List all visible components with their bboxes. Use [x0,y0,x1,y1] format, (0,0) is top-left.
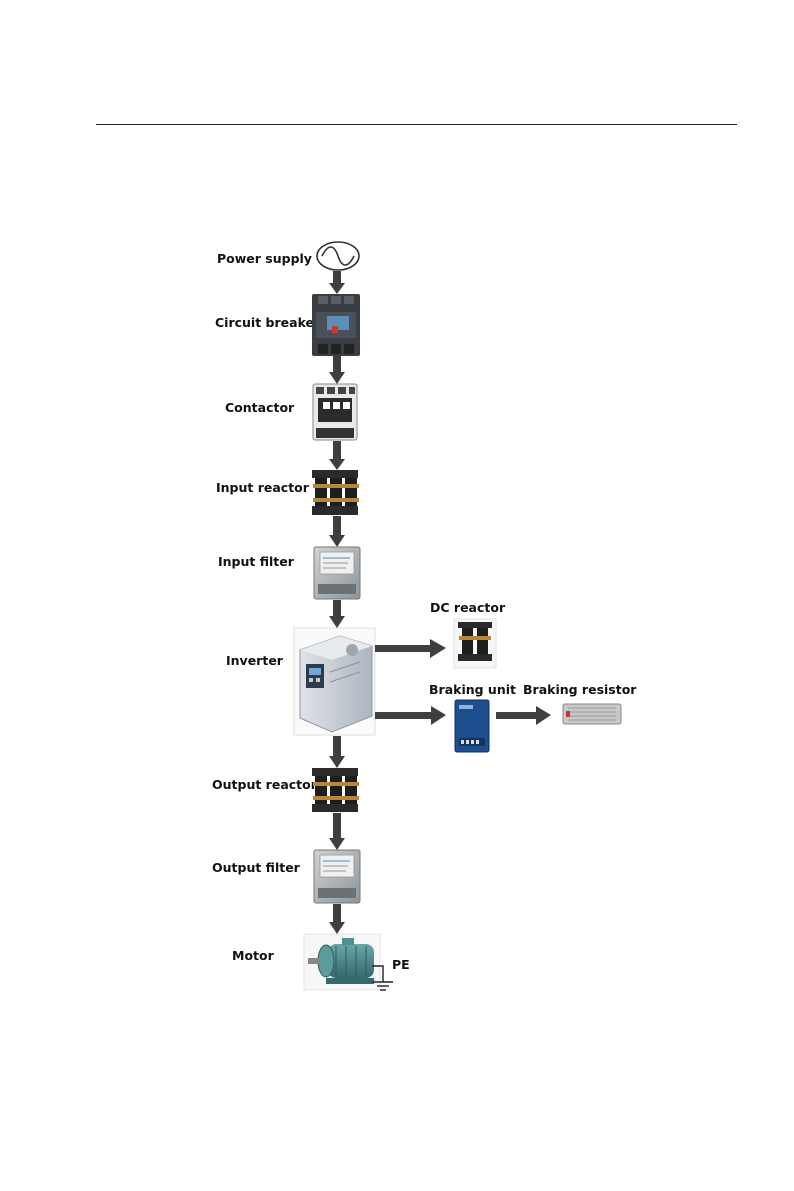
input-reactor-icon [312,470,359,515]
motor-icon [304,934,380,990]
braking-unit-icon [455,700,489,752]
output-reactor-icon [312,768,359,812]
arrow-filter-to-inverter [329,600,345,628]
arrow-inverter-to-braking-unit [375,706,446,725]
inverter-icon [294,628,375,735]
circuit-breaker-icon [312,294,360,356]
input-filter-icon [314,547,360,599]
arrow-reactor-to-filter [329,516,345,547]
arrow-inverter-to-dc-reactor [375,639,446,658]
arrow-contactor-to-reactor [329,441,345,470]
arrow-output-reactor-to-filter [329,813,345,850]
arrow-inverter-to-output-reactor [329,736,345,768]
dc-reactor-icon [454,619,496,668]
output-filter-icon [314,850,360,903]
power-supply-icon [317,242,359,270]
arrow-power-to-breaker [329,271,345,294]
braking-resistor-icon [563,704,621,724]
arrow-filter-to-motor [329,904,345,934]
arrow-breaker-to-contactor [329,356,345,384]
flow-arrows [329,271,345,934]
contactor-icon [313,384,357,440]
arrow-braking-unit-to-resistor [496,706,551,725]
